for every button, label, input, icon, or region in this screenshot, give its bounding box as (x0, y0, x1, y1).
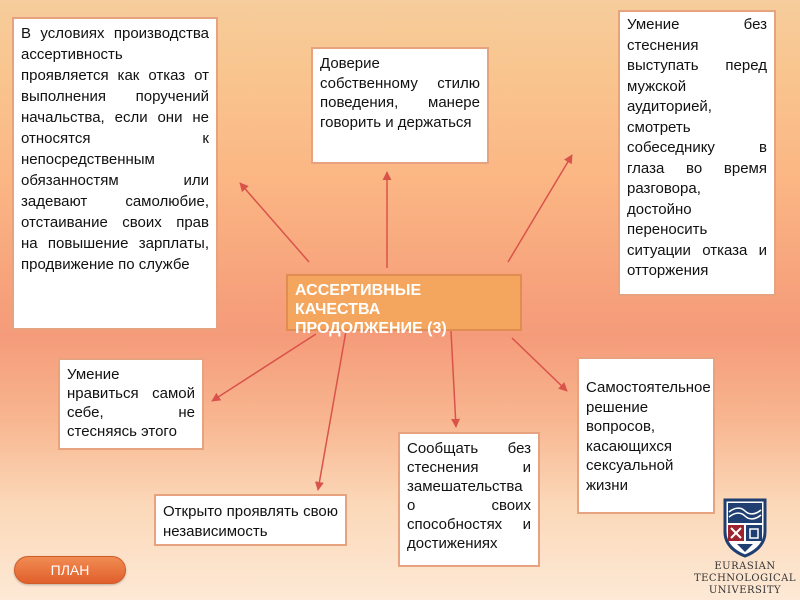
university-name-line-2: TECHNOLOGICAL (693, 573, 797, 584)
central-topic-box: АССЕРТИВНЫЕ КАЧЕСТВА ПРОДОЛЖЕНИЕ (3) (286, 274, 522, 337)
text-box-achievements: Сообщать без стеснения и замешательства … (398, 432, 540, 567)
text-box-independence: Открыто проявлять свою независимость (154, 494, 347, 546)
university-name: EURASIAN TECHNOLOGICAL UNIVERSITY (690, 561, 800, 597)
university-name-line-1: EURASIAN (714, 561, 776, 572)
plan-button[interactable]: ПЛАН (14, 556, 126, 584)
arrow-to-right-box (507, 154, 573, 263)
text-box-public-speaking: Умение без стеснения выступать перед муж… (618, 10, 776, 296)
arrow-to-open-box (314, 313, 350, 491)
arrow-to-talk-box (449, 311, 461, 428)
text-box-self-liking: Умение нравиться самой себе, не стесняяс… (58, 358, 204, 450)
university-shield-icon (723, 498, 767, 558)
central-topic-line-1: АССЕРТИВНЫЕ (295, 282, 422, 299)
arrow-to-like-box (211, 333, 317, 402)
arrow-to-left-box (239, 182, 310, 263)
central-topic-line-2: КАЧЕСТВА (295, 301, 381, 318)
central-topic-line-3: ПРОДОЛЖЕНИЕ (3) (295, 320, 447, 337)
text-box-independent-decisions: Самостоятельное решение вопросов, касающ… (577, 357, 715, 514)
university-logo: EURASIAN TECHNOLOGICAL UNIVERSITY (690, 498, 800, 600)
text-box-self-trust: Доверие собственному стилю поведения, ма… (311, 47, 489, 164)
text-box-workplace-assertiveness: В условиях производства ассертивность пр… (12, 17, 218, 330)
arrow-to-indep-box (511, 337, 568, 392)
university-name-line-3: UNIVERSITY (708, 585, 782, 596)
